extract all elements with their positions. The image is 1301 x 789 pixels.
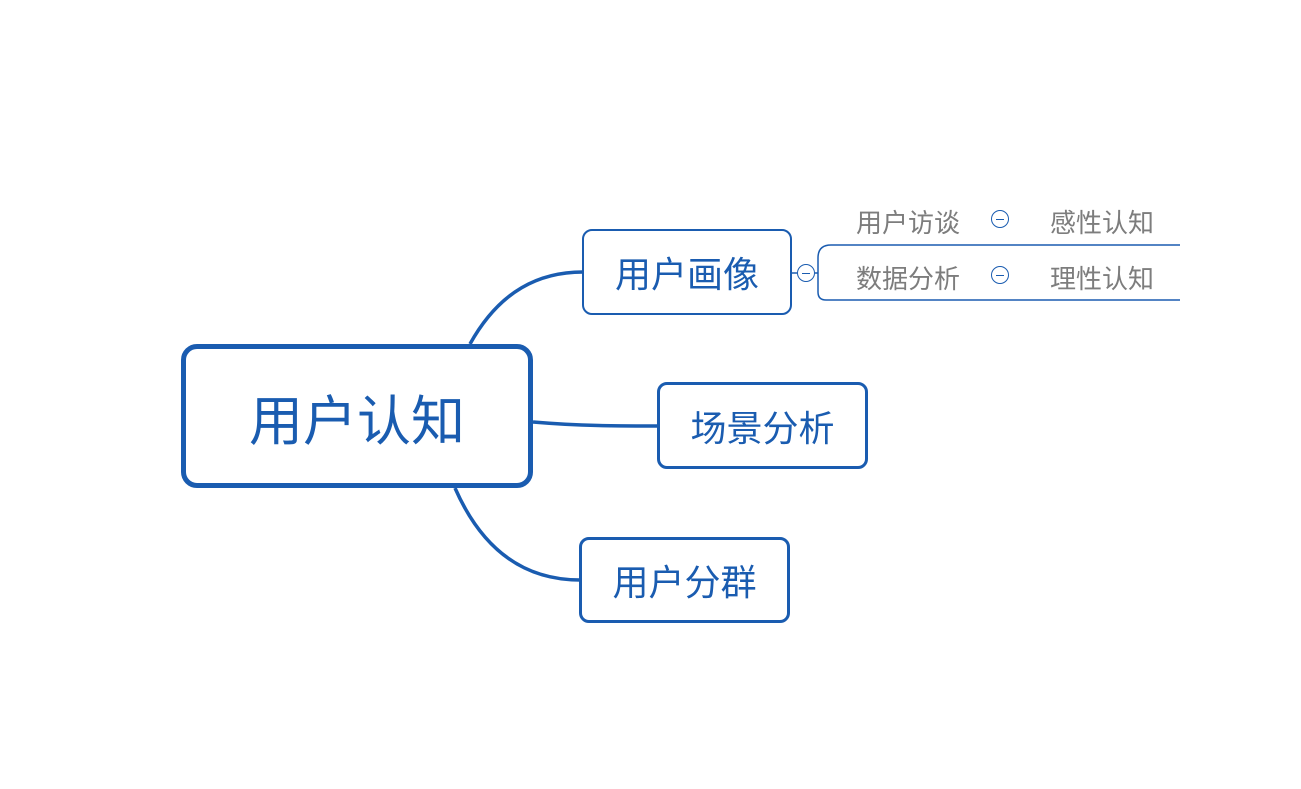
subtopic-user-interview[interactable]: 用户访谈 [856,209,961,239]
topic-user-portrait[interactable]: 用户画像 [582,229,792,315]
subtopic-rational-cognition[interactable]: 理性认知 [1050,265,1155,295]
topic-user-segmentation-label: 用户分群 [612,563,757,604]
connector-root-to-scenario-analysis [532,420,659,428]
subtopic-data-analysis[interactable]: 数据分析 [856,265,961,295]
topic-scenario-analysis-label: 场景分析 [690,408,835,450]
topic-scenario-analysis[interactable]: 场景分析 [657,382,868,469]
topic-user-portrait-label: 用户画像 [614,255,759,296]
collapse-icon[interactable] [797,264,815,282]
subtopic-perceptual-cognition[interactable]: 感性认知 [1050,209,1155,239]
topic-user-segmentation[interactable]: 用户分群 [579,537,790,623]
connector-root-to-user-portrait [468,270,584,345]
connector-root-to-user-segmentation [453,487,581,582]
subtopic-bracket [815,244,1180,301]
collapse-icon[interactable] [991,210,1009,228]
root-topic[interactable]: 用户认知 [181,344,533,488]
root-topic-label: 用户认知 [249,389,465,453]
collapse-icon[interactable] [991,266,1009,284]
